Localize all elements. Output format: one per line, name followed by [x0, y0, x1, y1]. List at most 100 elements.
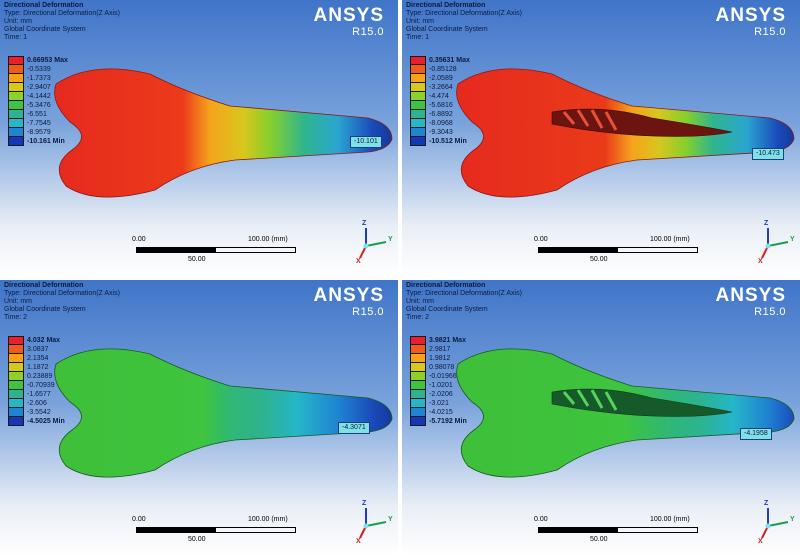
- contour-legend[interactable]: 0.35631 Max-0.85128-2.0589-3.2664-4.474-…: [410, 56, 470, 146]
- legend-row: -5.3476: [8, 101, 68, 110]
- logo-brand: ANSYS: [715, 285, 786, 306]
- legend-value: -3.2664: [429, 84, 453, 91]
- legend-value: -4.1442: [27, 93, 51, 100]
- legend-row: -4.1442: [8, 92, 68, 101]
- scale-bar: 0.00 100.00 (mm) 50.00: [132, 236, 336, 266]
- axis-x-label: X: [356, 258, 361, 265]
- axis-triad-icon: Z Y X: [352, 500, 396, 548]
- legend-row: -8.9579: [8, 128, 68, 137]
- probe-label[interactable]: -10.473: [752, 148, 784, 160]
- legend-row: -6.551: [8, 110, 68, 119]
- legend-max-label: 3.9821 Max: [429, 337, 466, 344]
- legend-value: -4.0215: [429, 409, 453, 416]
- legend-swatch: [8, 110, 24, 119]
- saddle-model-solid[interactable]: [0, 280, 398, 556]
- saddle-model-solid[interactable]: [0, 0, 398, 276]
- result-info: Directional Deformation Type: Directiona…: [406, 282, 522, 322]
- logo-version: R15.0: [754, 306, 786, 318]
- result-type: Type: Directional Deformation(Z Axis): [406, 290, 522, 297]
- legend-swatch: [410, 119, 426, 128]
- result-type: Type: Directional Deformation(Z Axis): [4, 10, 120, 17]
- probe-label[interactable]: -10.101: [350, 136, 382, 148]
- legend-row: -7.7545: [8, 119, 68, 128]
- probe-label[interactable]: -4.3071: [338, 422, 370, 434]
- result-coordinate-system: Global Coordinate System: [4, 26, 86, 33]
- legend-value: -0.019667: [429, 373, 461, 380]
- legend-row: -4.5025 Min: [8, 417, 65, 426]
- result-coordinate-system: Global Coordinate System: [4, 306, 86, 313]
- legend-swatch: [410, 110, 426, 119]
- legend-row: -10.512 Min: [410, 137, 470, 146]
- saddle-model-cutout[interactable]: [402, 280, 800, 556]
- legend-min-label: -10.161 Min: [27, 138, 65, 145]
- legend-swatch: [8, 101, 24, 110]
- legend-row: 0.66953 Max: [8, 56, 68, 65]
- ansys-logo: ANSYS R15.0: [715, 285, 786, 319]
- legend-value: -1.6577: [27, 391, 51, 398]
- legend-row: -2.9407: [8, 83, 68, 92]
- scale-bar: 0.00 100.00 (mm) 50.00: [534, 516, 738, 546]
- axis-x-label: X: [758, 258, 763, 265]
- result-time: Time: 2: [406, 314, 430, 321]
- result-coordinate-system: Global Coordinate System: [406, 26, 488, 33]
- legend-value: 3.0837: [27, 346, 49, 353]
- scale-bar-graphic: [538, 527, 698, 533]
- legend-row: -1.6577: [8, 390, 65, 399]
- legend-row: 0.98078: [410, 363, 467, 372]
- legend-value: -5.6816: [429, 102, 453, 109]
- result-panel-2[interactable]: Directional Deformation Type: Directiona…: [402, 0, 800, 276]
- legend-swatch: [8, 408, 24, 417]
- scale-bar-graphic: [136, 247, 296, 253]
- saddle-model-cutout[interactable]: [402, 0, 800, 276]
- result-coordinate-system: Global Coordinate System: [406, 306, 488, 313]
- axis-z-label: Z: [764, 220, 769, 227]
- axis-y-label: Y: [790, 236, 795, 243]
- logo-version: R15.0: [352, 26, 384, 38]
- legend-row: 0.35631 Max: [410, 56, 470, 65]
- legend-swatch: [410, 390, 426, 399]
- legend-row: 0.23889: [8, 372, 65, 381]
- legend-swatch: [8, 381, 24, 390]
- scale-start: 0.00: [534, 236, 548, 243]
- scale-mid: 50.00: [188, 256, 206, 263]
- legend-value: 2.9817: [429, 346, 451, 353]
- legend-swatch: [410, 417, 426, 426]
- result-info: Directional Deformation Type: Directiona…: [4, 2, 120, 42]
- scale-start: 0.00: [132, 516, 146, 523]
- scale-start: 0.00: [534, 516, 548, 523]
- saddle-shell: [54, 68, 393, 198]
- legend-max-label: 4.032 Max: [27, 337, 61, 344]
- scale-bar: 0.00 100.00 (mm) 50.00: [534, 236, 738, 266]
- legend-row: -2.0206: [410, 390, 467, 399]
- legend-swatch: [8, 390, 24, 399]
- legend-row: -0.019667: [410, 372, 467, 381]
- result-unit: Unit: mm: [4, 18, 32, 25]
- legend-value: -3.021: [429, 400, 449, 407]
- legend-swatch: [410, 65, 426, 74]
- ansys-logo: ANSYS R15.0: [314, 286, 384, 319]
- scale-end: 100.00 (mm): [650, 236, 690, 243]
- result-panel-3[interactable]: Directional Deformation Type: Directiona…: [0, 280, 398, 556]
- legend-swatch: [410, 101, 426, 110]
- axis-triad-icon: Z Y X: [754, 500, 798, 548]
- legend-row: -2.0589: [410, 74, 470, 83]
- legend-row: -5.7192 Min: [410, 417, 467, 426]
- ansys-logo: ANSYS R15.0: [716, 6, 786, 39]
- legend-value: -2.606: [27, 400, 47, 407]
- legend-row: 2.1354: [8, 354, 65, 363]
- probe-label[interactable]: -4.1958: [740, 428, 772, 440]
- axis-y-label: Y: [388, 236, 393, 243]
- legend-swatch: [8, 345, 24, 354]
- legend-swatch: [410, 74, 426, 83]
- legend-row: 3.9821 Max: [410, 336, 467, 345]
- axis-z-label: Z: [764, 500, 769, 507]
- contour-legend[interactable]: 0.66953 Max-0.5339-1.7373-2.9407-4.1442-…: [8, 56, 68, 146]
- legend-min-label: -4.5025 Min: [27, 418, 65, 425]
- axis-y-label: Y: [790, 516, 795, 523]
- result-time: Time: 2: [4, 314, 28, 321]
- legend-row: 3.0837: [8, 345, 65, 354]
- result-panel-1[interactable]: Directional Deformation Type: Directiona…: [0, 0, 398, 276]
- result-panel-4[interactable]: Directional Deformation Type: Directiona…: [402, 280, 800, 556]
